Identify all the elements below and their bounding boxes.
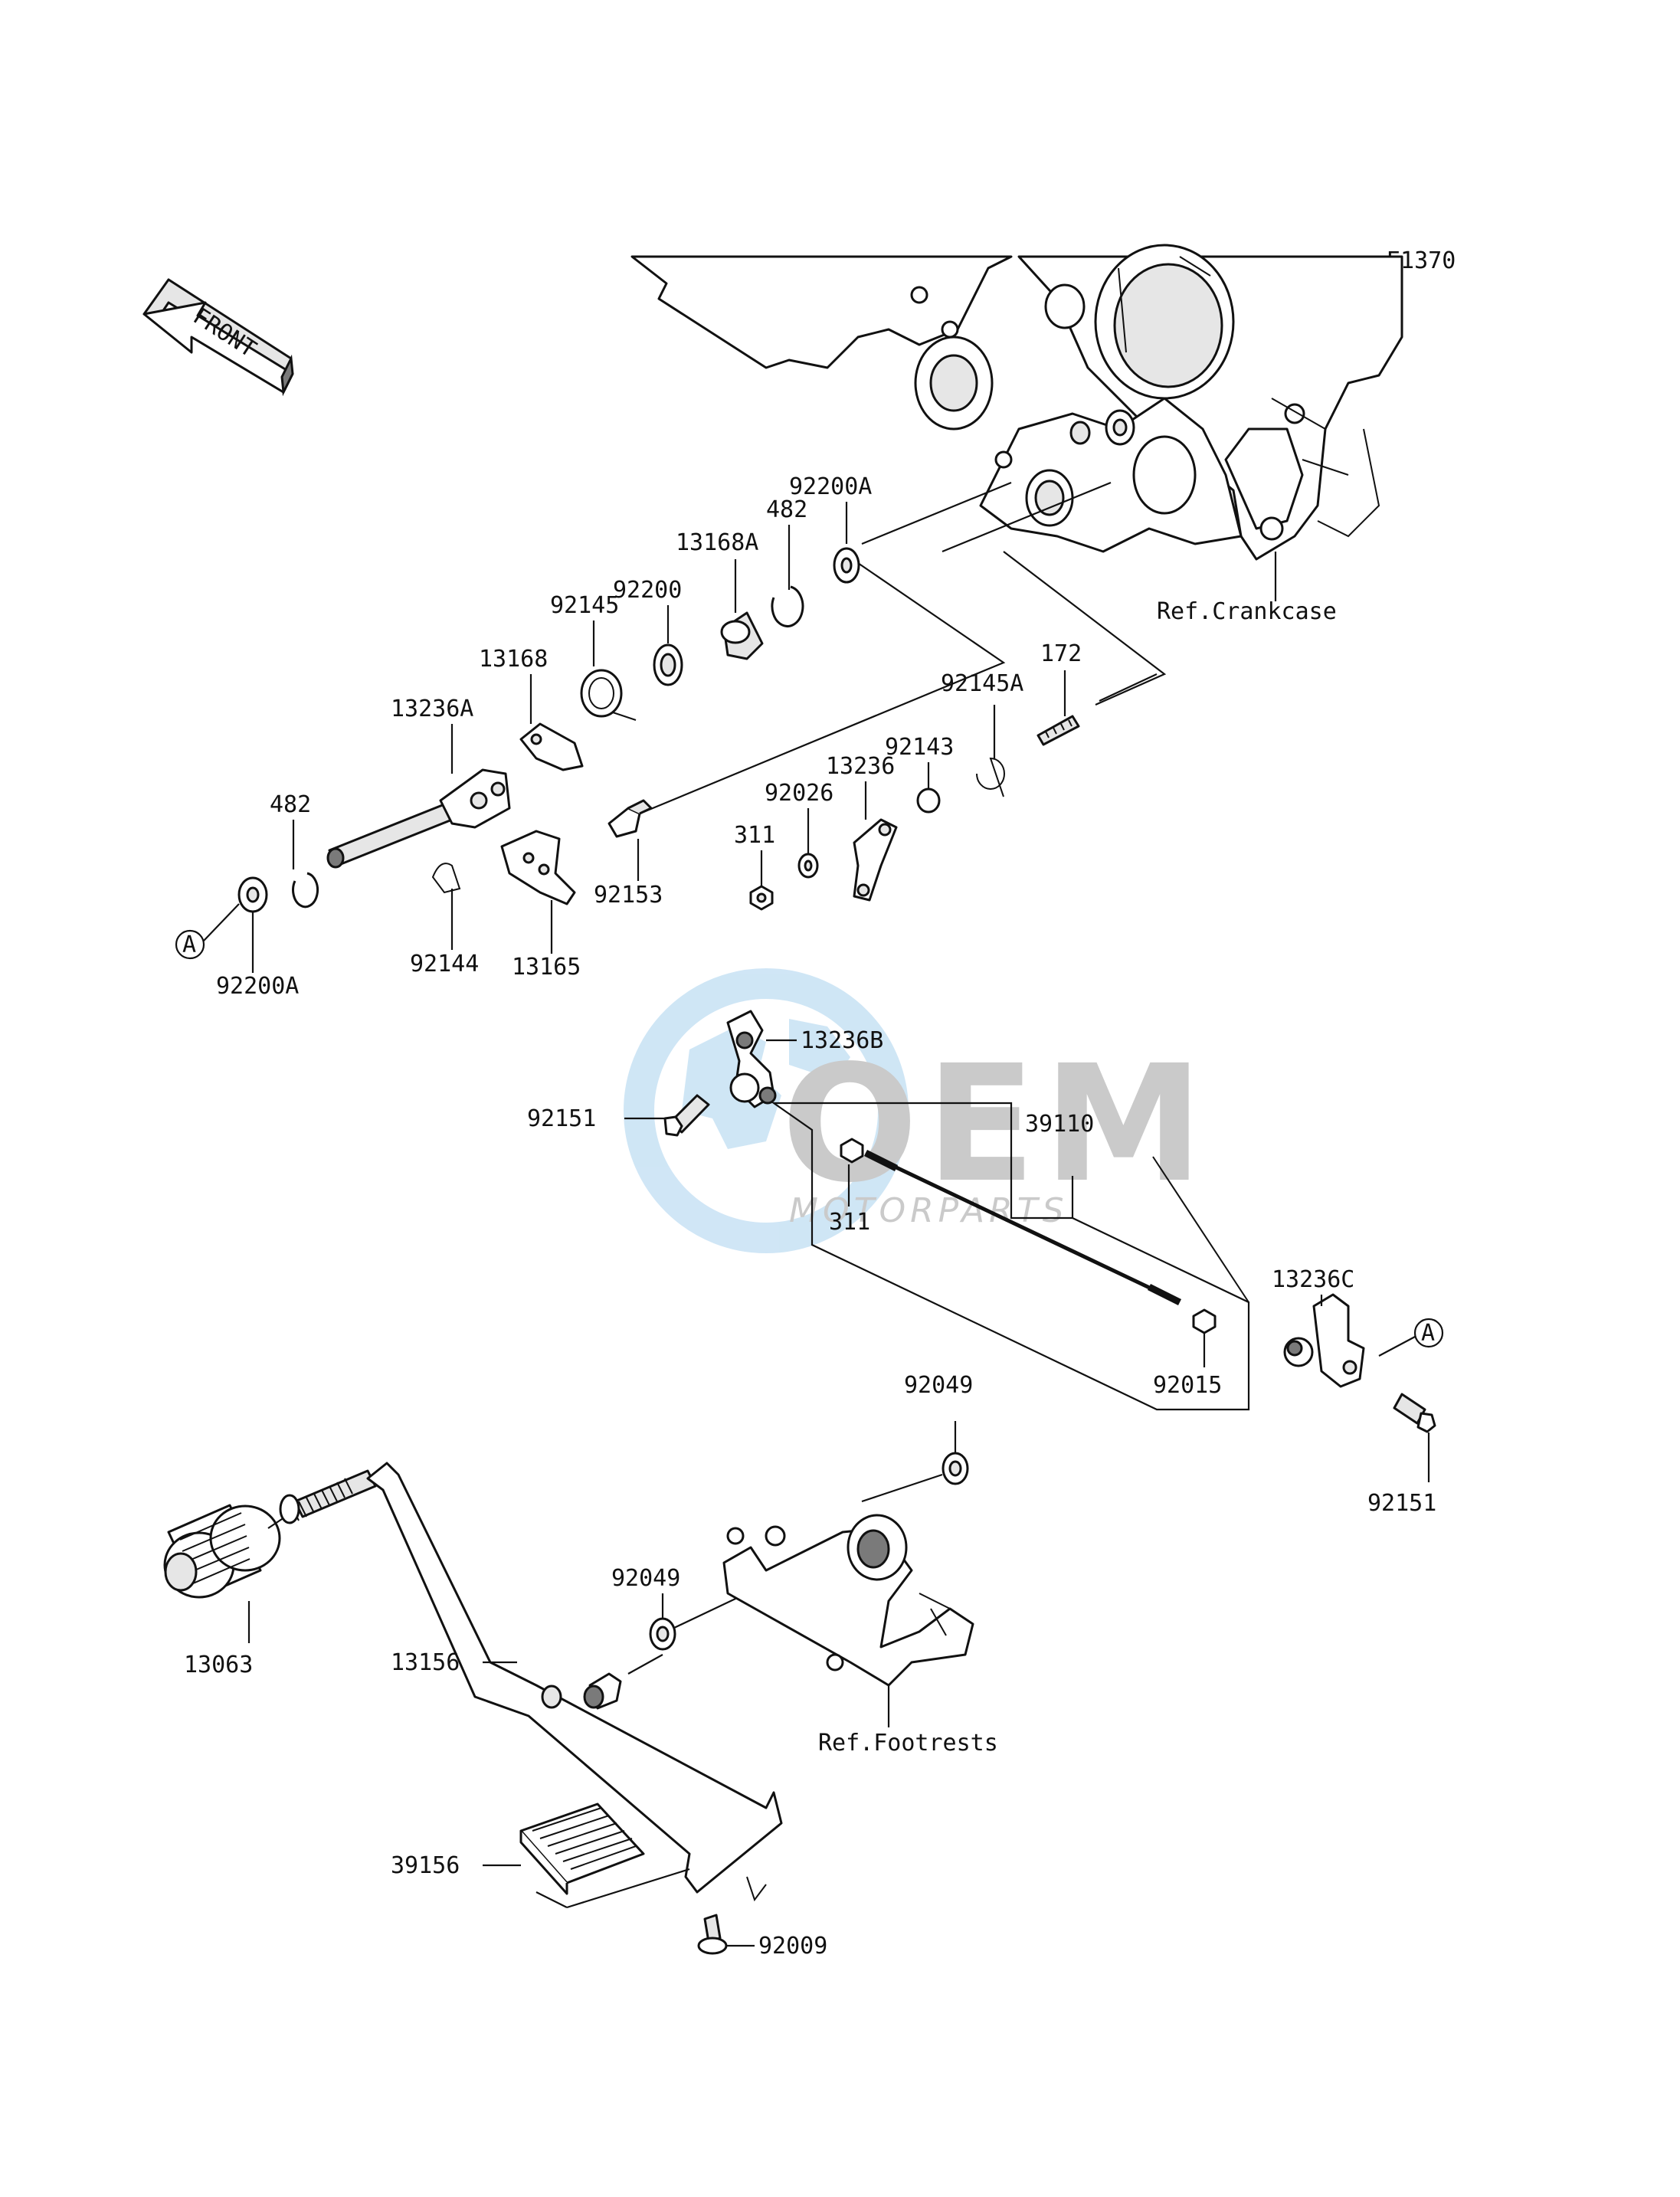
label-92009: 92009 <box>758 1933 827 1960</box>
label-92151-left: 92151 <box>527 1105 596 1132</box>
label-13236A: 13236A <box>391 696 473 722</box>
label-311-mid: 311 <box>829 1209 870 1236</box>
label-92200A-left: 92200A <box>216 973 299 1000</box>
plate-13168 <box>519 722 584 771</box>
label-13063: 13063 <box>184 1652 253 1678</box>
leader-lines <box>247 502 1430 1947</box>
shift-rubber-13063 <box>163 1504 281 1599</box>
shift-shaft-group <box>237 481 1167 913</box>
watermark-globe-ring <box>624 968 909 1253</box>
nut-92015 <box>1192 1308 1217 1334</box>
label-92145A: 92145A <box>941 670 1023 697</box>
bolt-172 <box>1036 715 1080 746</box>
pin-92153 <box>607 807 641 838</box>
assembly-outline-box <box>771 1102 1250 1411</box>
watermark-logo: OEM <box>781 1030 1211 1218</box>
spring-92145 <box>580 669 623 718</box>
circlip-482-left <box>292 872 319 909</box>
label-39110: 39110 <box>1025 1111 1094 1138</box>
shift-pedal-13156 <box>279 1462 783 1902</box>
watermark: OEM MOTORPARTS <box>624 968 1211 1253</box>
label-482-left: 482 <box>270 791 311 818</box>
label-92015: 92015 <box>1153 1372 1222 1399</box>
label-92151-right: 92151 <box>1367 1490 1436 1517</box>
label-ref-footrests: Ref.Footrests <box>818 1730 998 1757</box>
part-labels: 92200A 482 13168A 92200 92145 13168 1323… <box>184 473 1436 1960</box>
label-92144: 92144 <box>410 951 479 977</box>
svg-text:A: A <box>182 932 196 958</box>
label-92153: 92153 <box>594 882 663 909</box>
spring-92144 <box>431 863 461 894</box>
label-92200A-top: 92200A <box>789 473 872 500</box>
svg-text:A: A <box>1421 1320 1435 1347</box>
nut-311-mid <box>840 1138 864 1164</box>
label-13236C: 13236C <box>1272 1266 1354 1293</box>
label-92049-top: 92049 <box>904 1372 973 1399</box>
label-92143: 92143 <box>885 734 954 761</box>
tie-rod-group <box>663 1010 1436 1433</box>
footrest-bracket <box>722 1514 974 1687</box>
label-39156: 39156 <box>391 1852 460 1879</box>
label-13236: 13236 <box>826 753 895 780</box>
rod-end-13236C <box>1312 1293 1365 1388</box>
front-direction-arrow: FRONT <box>142 278 294 397</box>
label-482-top: 482 <box>766 496 807 523</box>
label-92200: 92200 <box>613 577 682 604</box>
plate-13165 <box>500 830 576 905</box>
spring-92145A <box>976 757 1005 797</box>
label-13236B: 13236B <box>801 1027 883 1054</box>
label-92049-mid: 92049 <box>611 1565 680 1592</box>
shift-pedal-group <box>163 1452 974 1955</box>
label-311-top: 311 <box>734 822 775 849</box>
pedal-rubber-39156 <box>519 1802 645 1895</box>
label-92145: 92145 <box>550 592 619 619</box>
collar-92143 <box>916 787 941 814</box>
bolt-92151-right <box>1393 1393 1426 1425</box>
label-92026: 92026 <box>765 780 833 807</box>
shaft-13236A <box>328 803 454 867</box>
label-172: 172 <box>1040 640 1082 667</box>
rod-39110 <box>863 1149 1182 1306</box>
label-13168: 13168 <box>479 646 548 673</box>
screw-92009 <box>703 1914 722 1943</box>
label-13165: 13165 <box>512 954 581 981</box>
lever-13236 <box>853 818 898 902</box>
callout-a-right: A <box>1378 1318 1444 1357</box>
label-13168A: 13168A <box>676 529 758 556</box>
callout-a-left: A <box>175 903 240 960</box>
label-13156: 13156 <box>391 1649 460 1676</box>
crankcase-illustration <box>630 244 1403 561</box>
circlip-482-top <box>771 585 804 627</box>
label-ref-crankcase: Ref.Crankcase <box>1157 598 1337 625</box>
